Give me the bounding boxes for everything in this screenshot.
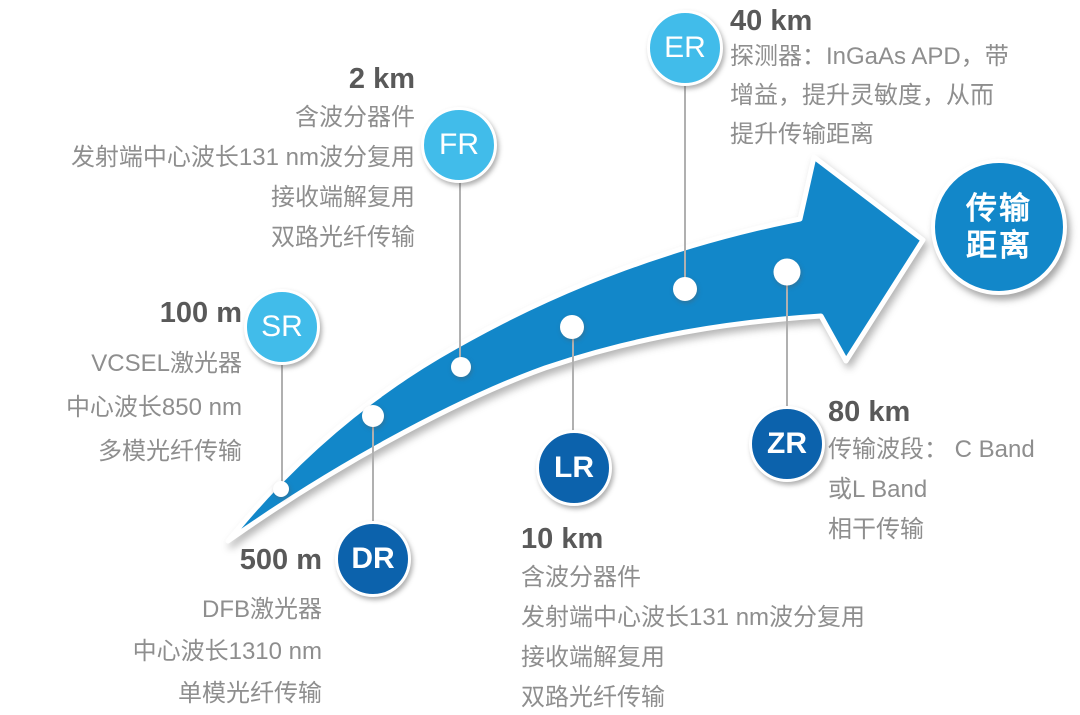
node-label-er: ER bbox=[664, 31, 706, 64]
fr-line-3: 接收端解复用 bbox=[271, 184, 415, 211]
dr-line-3: 单模光纤传输 bbox=[178, 680, 322, 707]
goal-circle-line1: 传输 bbox=[966, 191, 1032, 226]
sr-line-1: VCSEL激光器 bbox=[91, 350, 242, 377]
milestone-dot-dr bbox=[362, 405, 384, 427]
node-circle-dr: DR bbox=[335, 521, 411, 597]
node-circle-fr: FR bbox=[421, 107, 497, 183]
node-circle-er: ER bbox=[647, 10, 723, 86]
sr-description-block: 100 m VCSEL激光器 中心波长850 nm 多模光纤传输 bbox=[66, 296, 242, 474]
node-circle-sr: SR bbox=[244, 289, 320, 365]
dr-line-1: DFB激光器 bbox=[202, 596, 322, 623]
zr-line-3: 相干传输 bbox=[828, 516, 924, 543]
er-description-block: 40 km 探测器：InGaAs APD，带 增益，提升灵敏度，从而 提升传输距… bbox=[730, 5, 1009, 154]
node-label-dr: DR bbox=[351, 542, 395, 575]
lr-line-1: 含波分器件 bbox=[521, 564, 641, 591]
node-circle-lr: LR bbox=[536, 430, 612, 506]
zr-distance-heading: 80 km bbox=[828, 396, 911, 428]
zr-line-1: 传输波段： C Band bbox=[828, 436, 1035, 463]
milestone-dot-lr bbox=[560, 315, 584, 339]
milestone-dot-sr bbox=[273, 481, 289, 497]
dr-description-block: 500 m DFB激光器 中心波长1310 nm 单模光纤传输 bbox=[133, 543, 322, 715]
node-label-zr: ZR bbox=[767, 427, 807, 460]
fr-line-2: 发射端中心波长131 nm波分复用 bbox=[70, 144, 415, 171]
er-line-3: 提升传输距离 bbox=[730, 121, 874, 148]
er-line-1: 探测器：InGaAs APD，带 bbox=[730, 43, 1009, 70]
lr-line-2: 发射端中心波长131 nm波分复用 bbox=[521, 604, 866, 631]
fr-line-4: 双路光纤传输 bbox=[271, 224, 415, 251]
sr-distance-heading: 100 m bbox=[159, 297, 242, 329]
growth-arrow-shape bbox=[225, 154, 926, 544]
dr-line-2: 中心波长1310 nm bbox=[132, 638, 322, 665]
node-label-sr: SR bbox=[261, 310, 303, 343]
lr-line-3: 接收端解复用 bbox=[521, 644, 665, 671]
fr-line-1: 含波分器件 bbox=[295, 104, 415, 131]
lr-description-block: 10 km 含波分器件 发射端中心波长131 nm波分复用 接收端解复用 双路光… bbox=[521, 522, 865, 715]
lr-distance-heading: 10 km bbox=[521, 523, 604, 555]
er-distance-heading: 40 km bbox=[730, 5, 813, 37]
node-label-lr: LR bbox=[554, 451, 594, 484]
fr-description-block: 2 km 含波分器件 发射端中心波长131 nm波分复用 接收端解复用 双路光纤… bbox=[71, 62, 415, 258]
fr-distance-heading: 2 km bbox=[348, 63, 415, 95]
goal-circle-transmission-distance: 传输 距离 bbox=[931, 159, 1067, 295]
er-line-2: 增益，提升灵敏度，从而 bbox=[730, 82, 994, 109]
node-circle-zr: ZR bbox=[749, 406, 825, 482]
zr-line-2: 或L Band bbox=[828, 476, 928, 503]
goal-circle-line2: 距离 bbox=[966, 228, 1032, 263]
zr-description-block: 80 km 传输波段： C Band 或L Band 相干传输 bbox=[828, 396, 1035, 550]
milestone-dot-er bbox=[673, 277, 697, 301]
milestone-dot-zr bbox=[773, 258, 801, 286]
milestone-dot-fr bbox=[451, 357, 471, 377]
sr-line-3: 多模光纤传输 bbox=[98, 438, 242, 465]
lr-line-4: 双路光纤传输 bbox=[521, 684, 665, 711]
dr-distance-heading: 500 m bbox=[239, 544, 322, 576]
node-label-fr: FR bbox=[439, 128, 479, 161]
sr-line-2: 中心波长850 nm bbox=[65, 394, 242, 421]
